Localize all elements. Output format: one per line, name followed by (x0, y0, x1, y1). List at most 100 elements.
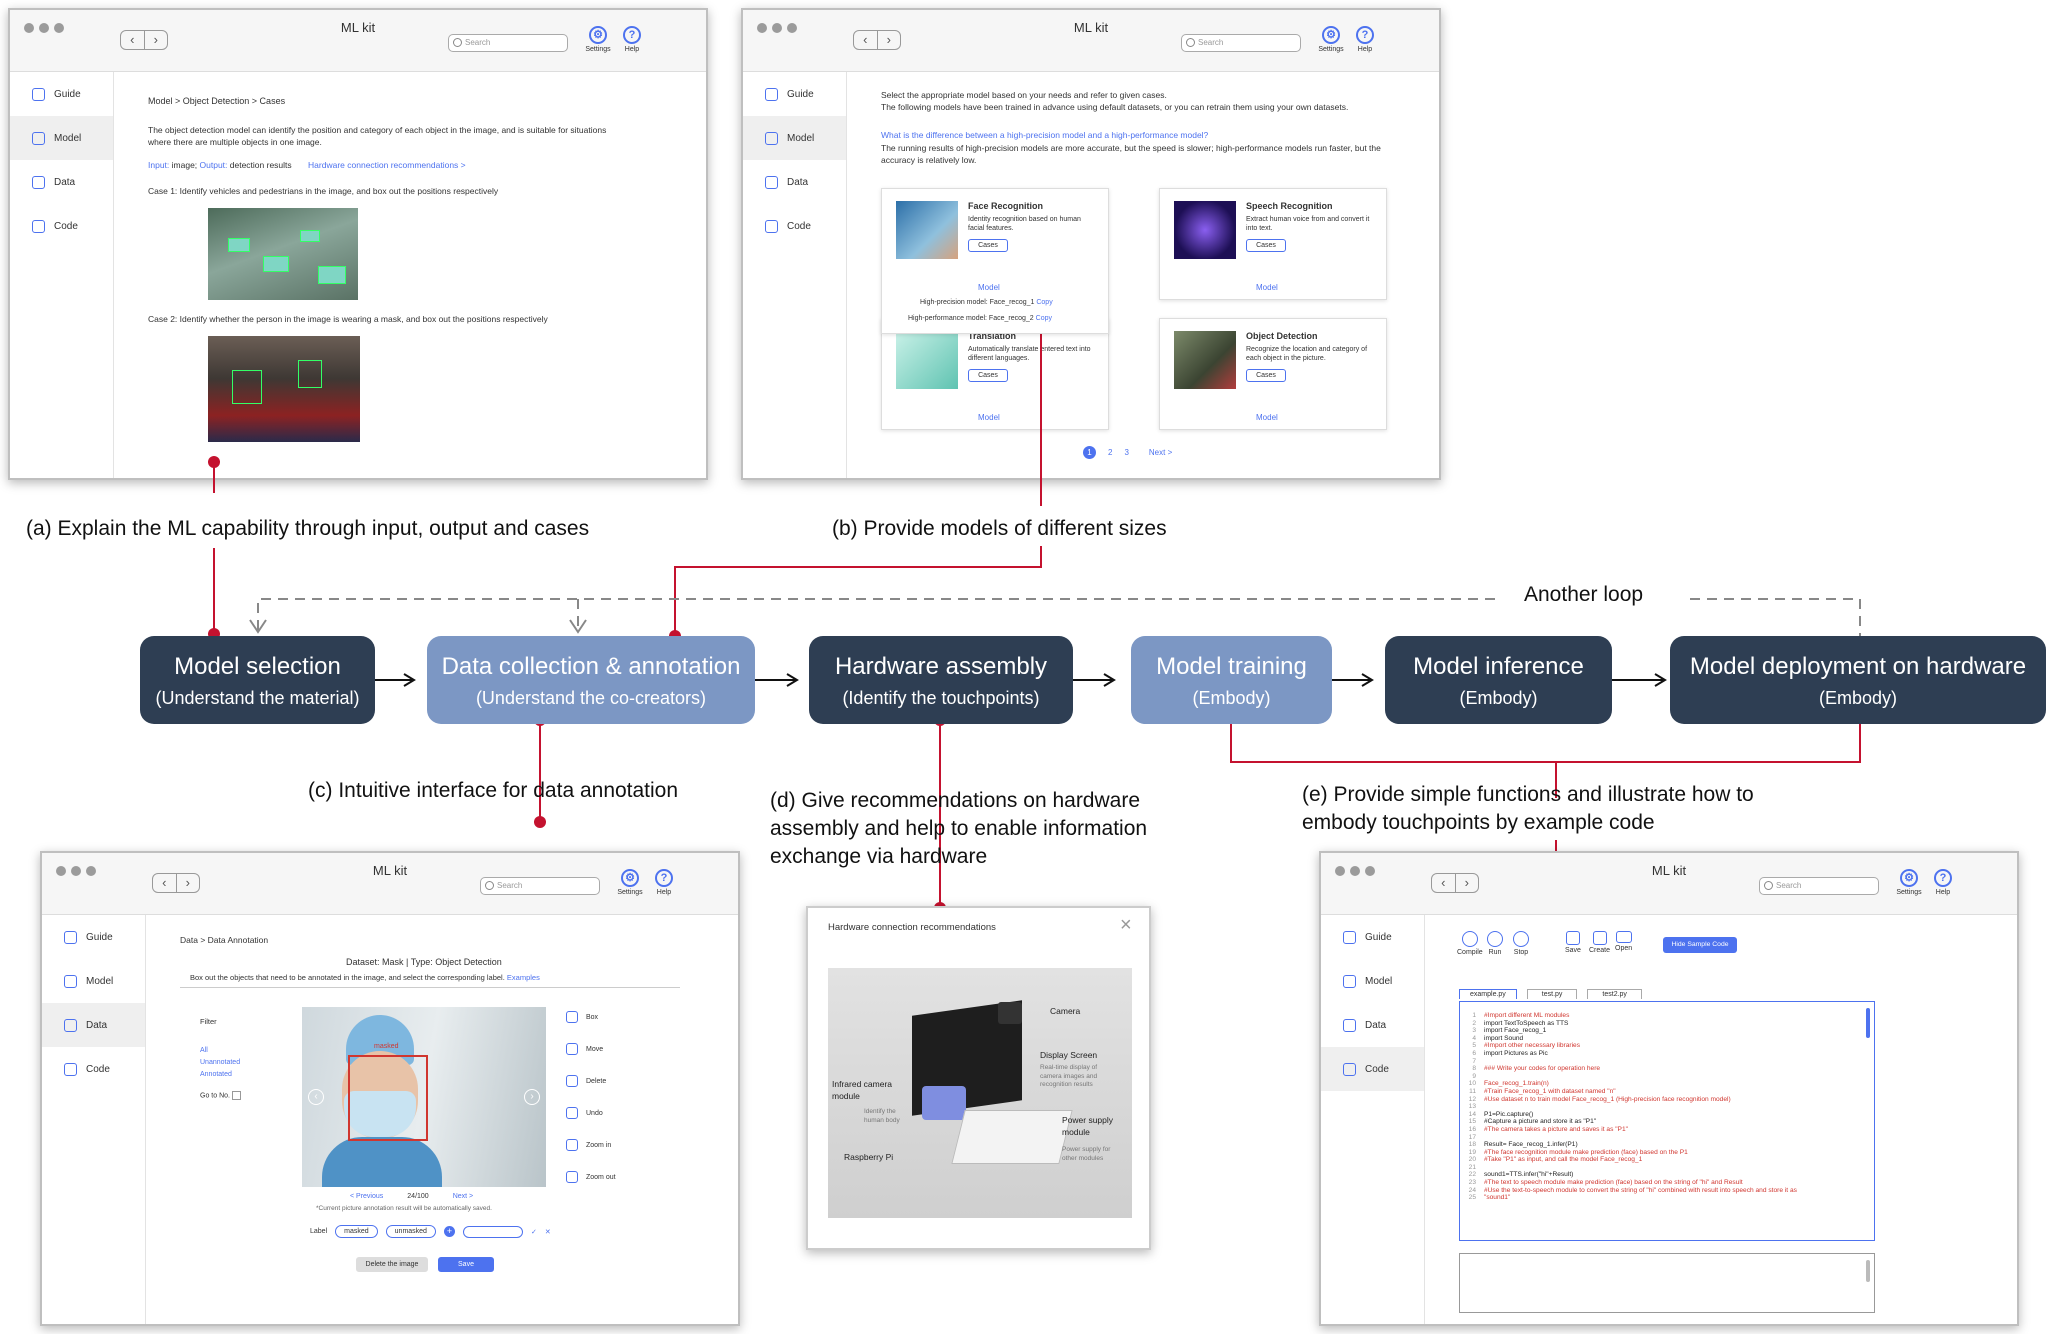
sidebar-item-guide[interactable]: Guide (743, 72, 846, 116)
sidebar-item-code[interactable]: Code (42, 1047, 145, 1091)
save-button[interactable]: Save (438, 1257, 494, 1272)
sidebar-item-code[interactable]: Code (743, 204, 846, 248)
sidebar-item-data[interactable]: Data (1321, 1003, 1424, 1047)
back-icon[interactable]: ‹ (130, 32, 135, 47)
search-input[interactable]: Search (1759, 877, 1879, 895)
cases-button[interactable]: Cases (1246, 239, 1286, 252)
open-button[interactable]: Open (1615, 931, 1632, 952)
copy-button[interactable]: Copy (1035, 315, 1052, 322)
stop-button[interactable]: Stop (1513, 931, 1529, 956)
cases-button[interactable]: Cases (1246, 369, 1286, 382)
help-button[interactable]: ?Help (1923, 869, 1963, 896)
sidebar-item-data[interactable]: Data (10, 160, 113, 204)
tab-test2[interactable]: test2.py (1587, 989, 1642, 999)
add-label-icon[interactable]: + (443, 1226, 455, 1237)
previous-link[interactable]: < Previous (350, 1193, 384, 1200)
next-page[interactable]: Next > (1148, 448, 1173, 457)
page-2[interactable]: 2 (1108, 448, 1113, 457)
sidebar-item-model[interactable]: Model (10, 116, 113, 160)
close-icon[interactable]: × (1120, 914, 1132, 936)
tab-example[interactable]: example.py (1459, 989, 1517, 999)
new-label-input[interactable] (462, 1225, 523, 1238)
sidebar-item-model[interactable]: Model (42, 959, 145, 1003)
back-icon[interactable]: ‹ (863, 32, 868, 47)
tool-box[interactable]: Box (566, 1011, 598, 1023)
model-card-translation[interactable]: Translation Automatically translate ente… (881, 318, 1109, 430)
back-icon[interactable]: ‹ (162, 875, 167, 890)
back-icon[interactable]: ‹ (1441, 875, 1446, 890)
compile-button[interactable]: Compile (1457, 931, 1483, 956)
next-link[interactable]: Next > (452, 1193, 474, 1200)
next-image-icon[interactable]: › (524, 1089, 540, 1105)
sidebar-item-data[interactable]: Data (42, 1003, 145, 1047)
forward-icon[interactable]: › (143, 31, 168, 49)
difference-question-link[interactable]: What is the difference between a high-pr… (881, 130, 1209, 140)
model-dropdown[interactable]: Model (978, 283, 1000, 292)
tool-move[interactable]: Move (566, 1043, 603, 1055)
sidebar-item-guide[interactable]: Guide (10, 72, 113, 116)
help-button[interactable]: ?Help (644, 869, 684, 896)
page-1[interactable]: 1 (1083, 446, 1096, 459)
tool-undo[interactable]: Undo (566, 1107, 603, 1119)
hide-sample-code-button[interactable]: Hide Sample Code (1663, 937, 1737, 953)
page-3[interactable]: 3 (1124, 448, 1129, 457)
filter-annotated[interactable]: Annotated (200, 1071, 232, 1078)
annotation-box[interactable] (348, 1055, 428, 1141)
editor-scrollbar[interactable] (1866, 1008, 1870, 1038)
tab-test[interactable]: test.py (1526, 989, 1578, 999)
sidebar-item-guide[interactable]: Guide (42, 915, 145, 959)
forward-icon[interactable]: › (876, 31, 901, 49)
cancel-icon[interactable]: ✕ (544, 1228, 551, 1236)
model-dropdown[interactable]: Model (978, 413, 1000, 422)
filter-dropdown[interactable]: Filter (200, 1017, 217, 1026)
search-input[interactable]: Search (448, 34, 568, 52)
filter-unannotated[interactable]: Unannotated (200, 1059, 241, 1066)
model-card-speech-recognition[interactable]: Speech Recognition Extract human voice f… (1159, 188, 1387, 300)
search-input[interactable]: Search (480, 877, 600, 895)
create-button[interactable]: Create (1589, 931, 1610, 954)
sidebar-item-guide[interactable]: Guide (1321, 915, 1424, 959)
help-button[interactable]: ?Help (612, 26, 652, 53)
tool-zoom-in[interactable]: Zoom in (566, 1139, 611, 1151)
search-input[interactable]: Search (1181, 34, 1301, 52)
confirm-icon[interactable]: ✓ (530, 1228, 537, 1236)
delete-image-button[interactable]: Delete the image (356, 1257, 428, 1272)
window-controls[interactable] (24, 23, 64, 33)
forward-icon[interactable]: › (1454, 874, 1479, 892)
tool-zoom-out[interactable]: Zoom out (566, 1171, 616, 1183)
nav-buttons[interactable]: ‹› (152, 873, 200, 893)
window-controls[interactable] (56, 866, 96, 876)
sidebar-item-model[interactable]: Model (1321, 959, 1424, 1003)
sidebar-item-model[interactable]: Model (743, 116, 846, 160)
help-button[interactable]: ?Help (1345, 26, 1385, 53)
save-button[interactable]: Save (1565, 931, 1581, 954)
settings-button[interactable]: ⚙Settings (578, 26, 618, 53)
model-card-object-detection[interactable]: Object Detection Recognize the location … (1159, 318, 1387, 430)
sidebar-item-data[interactable]: Data (743, 160, 846, 204)
prev-image-icon[interactable]: ‹ (308, 1089, 324, 1105)
sidebar-item-code[interactable]: Code (10, 204, 113, 248)
forward-icon[interactable]: › (175, 874, 200, 892)
settings-button[interactable]: ⚙Settings (1311, 26, 1351, 53)
goto-input[interactable]: Go to No. (200, 1091, 241, 1100)
label-unmasked[interactable]: unmasked (385, 1225, 436, 1238)
label-masked[interactable]: masked (335, 1225, 378, 1238)
settings-button[interactable]: ⚙Settings (1889, 869, 1929, 896)
cases-button[interactable]: Cases (968, 369, 1008, 382)
sidebar-item-code[interactable]: Code (1321, 1047, 1424, 1091)
tool-delete[interactable]: Delete (566, 1075, 606, 1087)
window-controls[interactable] (757, 23, 797, 33)
run-button[interactable]: Run (1487, 931, 1503, 956)
nav-buttons[interactable]: ‹› (853, 30, 901, 50)
hardware-link[interactable]: Hardware connection recommendations > (308, 160, 466, 170)
window-controls[interactable] (1335, 866, 1375, 876)
cases-button[interactable]: Cases (968, 239, 1008, 252)
model-card-face-recognition[interactable]: Face Recognition Identity recognition ba… (881, 188, 1109, 334)
examples-link[interactable]: Examples (506, 973, 540, 982)
console-scrollbar[interactable] (1866, 1260, 1870, 1282)
model-dropdown[interactable]: Model (1256, 283, 1278, 292)
nav-buttons[interactable]: ‹› (120, 30, 168, 50)
model-dropdown[interactable]: Model (1256, 413, 1278, 422)
nav-buttons[interactable]: ‹› (1431, 873, 1479, 893)
